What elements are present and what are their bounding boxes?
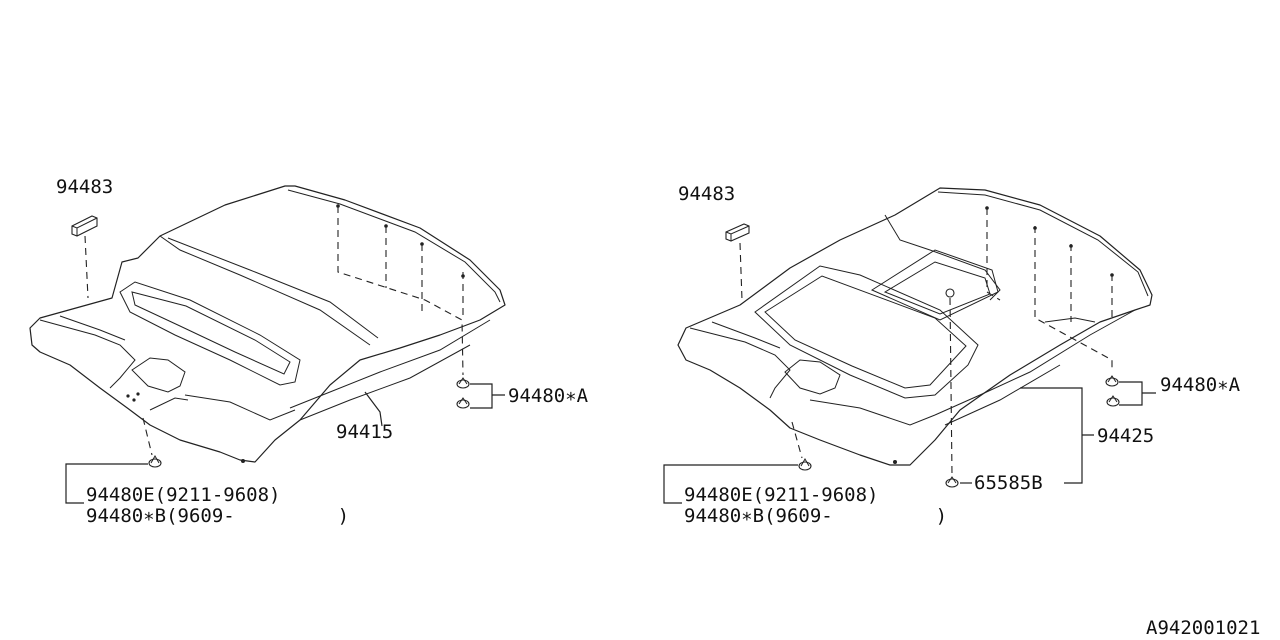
right-assembly: 94483 94480∗A 94425 65585B 94480E(9211-9… <box>663 183 1241 527</box>
right-headlining-panel <box>677 187 1153 466</box>
left-clip-a-parts <box>456 377 470 409</box>
left-clip-a-bracket <box>470 383 505 409</box>
right-fastener-65585b-part <box>945 476 959 488</box>
left-headlining-leader <box>364 391 383 427</box>
left-headlining-label: 94415 <box>336 421 393 443</box>
left-clip-e-label: 94480E(9211-9608) <box>86 484 280 506</box>
left-clip-a-dash-lines <box>337 206 464 376</box>
left-clip-b-label: 94480∗B(9609- ) <box>86 505 349 527</box>
right-headlining-label: 94425 <box>1097 425 1154 447</box>
right-fastener-dash <box>949 297 953 476</box>
left-clip-e-part <box>148 454 162 468</box>
left-clip-e-leader <box>65 463 148 504</box>
right-headlining-leader <box>1020 387 1094 484</box>
right-clip-e-label: 94480E(9211-9608) <box>684 484 878 506</box>
right-clip-e-leader <box>663 464 798 504</box>
right-clip-a-parts <box>1105 375 1120 407</box>
right-fastener-label: 65585B <box>974 472 1043 494</box>
left-plug-94483 <box>71 215 98 237</box>
right-plug-94483 <box>725 223 750 242</box>
left-plug-label: 94483 <box>56 176 113 198</box>
right-clip-a-label: 94480∗A <box>1160 374 1241 396</box>
right-clip-b-label: 94480∗B(9609- ) <box>684 505 947 527</box>
right-clip-e-dash <box>791 421 803 459</box>
diagram-id: A942001021 <box>1146 617 1260 639</box>
right-clip-e-part <box>798 457 812 471</box>
right-plug-label: 94483 <box>678 183 735 205</box>
left-headlining-panel <box>29 185 506 463</box>
right-clip-a-bracket <box>1119 381 1156 406</box>
left-plug-dash <box>84 235 89 299</box>
right-fastener-hole <box>945 288 955 298</box>
left-clip-e-dash <box>142 417 153 456</box>
right-plug-dash <box>739 242 743 301</box>
left-assembly: 94483 94480∗A 94415 94480E(9211-9608) 94… <box>29 176 589 527</box>
right-clip-a-dash-lines <box>986 208 1113 370</box>
left-clip-a-label: 94480∗A <box>508 385 589 407</box>
